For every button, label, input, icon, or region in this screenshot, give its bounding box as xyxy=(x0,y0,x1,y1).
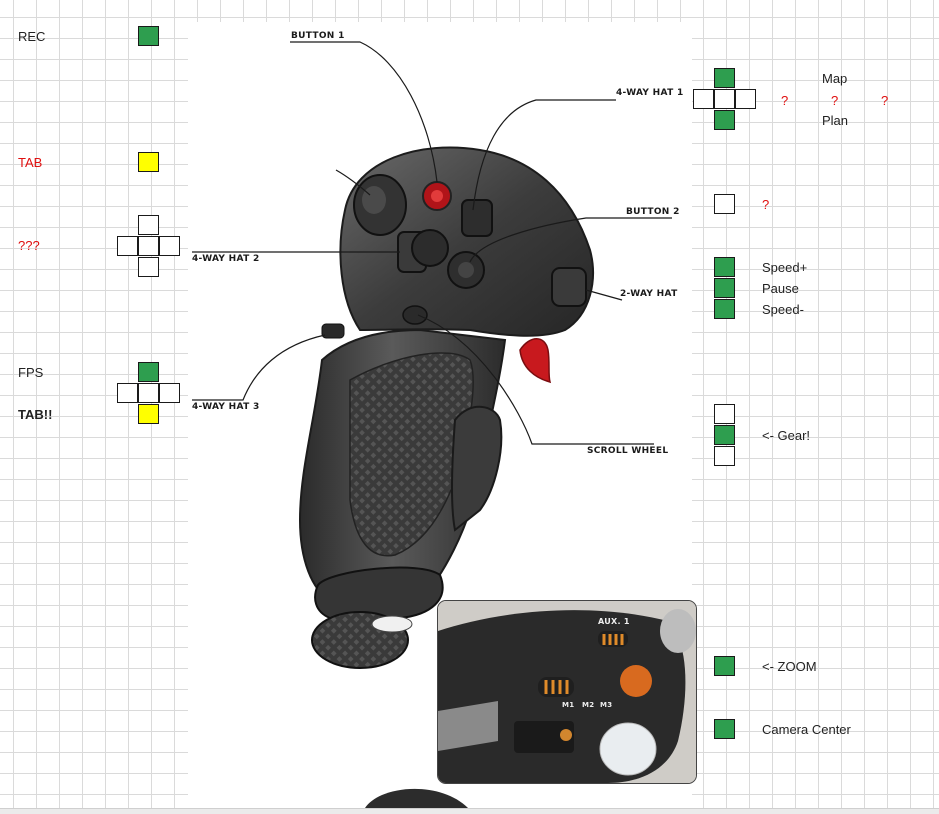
label-gear: <- Gear! xyxy=(762,428,811,443)
cell-button2[interactable] xyxy=(714,194,735,214)
label-camera-center: Camera Center xyxy=(762,722,851,737)
label-tab2: TAB!! xyxy=(18,407,53,422)
callout-button1: BUTTON 1 xyxy=(291,31,345,41)
inset-aux-label: AUX. 1 xyxy=(598,617,630,626)
cell-camera-center[interactable] xyxy=(714,719,735,739)
cell-rec-green[interactable] xyxy=(138,26,159,46)
label-pause: Pause xyxy=(762,281,799,296)
callout-two-way: 2-WAY HAT xyxy=(620,289,678,299)
cell-pause[interactable] xyxy=(714,278,735,298)
cell-tab2-yellow[interactable] xyxy=(138,404,159,424)
bottom-partial-shape xyxy=(365,788,468,808)
label-q3: ? xyxy=(881,93,889,108)
inset-photo: AUX. 1 M1 M2 M3 xyxy=(437,600,697,784)
red-trigger xyxy=(519,338,552,384)
cell-hat1-right[interactable] xyxy=(735,89,756,109)
callout-hat2: 4-WAY HAT 2 xyxy=(192,254,260,264)
inset-m2-label: M2 xyxy=(582,701,595,709)
label-plan: Plan xyxy=(822,113,849,128)
callout-button2: BUTTON 2 xyxy=(626,207,680,217)
label-fps: FPS xyxy=(18,365,44,380)
label-q1: ? xyxy=(781,93,789,108)
label-speed-plus: Speed+ xyxy=(762,260,808,275)
cell-zoom[interactable] xyxy=(714,656,735,676)
cell-hat-left[interactable] xyxy=(117,236,138,256)
cell-hat-right[interactable] xyxy=(159,236,180,256)
inset-illustration xyxy=(438,601,696,783)
cell-gear-bottom[interactable] xyxy=(714,446,735,466)
label-speed-minus: Speed- xyxy=(762,302,804,317)
label-q4: ? xyxy=(762,197,770,212)
callout-scroll: SCROLL WHEEL xyxy=(587,446,669,456)
callout-hat1: 4-WAY HAT 1 xyxy=(616,88,684,98)
hat3-knob xyxy=(321,323,345,339)
label-map: Map xyxy=(822,71,848,86)
cell-gear[interactable] xyxy=(714,425,735,445)
cell-speed-minus[interactable] xyxy=(714,299,735,319)
cell-hat3-left[interactable] xyxy=(117,383,138,403)
two-way-hat xyxy=(551,267,587,307)
joystick-base xyxy=(314,566,444,619)
label-unknown: ??? xyxy=(18,238,40,253)
callout-hat3: 4-WAY HAT 3 xyxy=(192,402,260,412)
label-zoom: <- ZOOM xyxy=(762,659,817,674)
label-tab: TAB xyxy=(18,155,43,170)
cell-speed-plus[interactable] xyxy=(714,257,735,277)
cell-hat3-center[interactable] xyxy=(138,383,159,403)
label-rec: REC xyxy=(18,29,46,44)
hat1-knob xyxy=(461,199,493,237)
inset-m1-label: M1 xyxy=(562,701,575,709)
cell-gear-top[interactable] xyxy=(714,404,735,424)
cell-hat3-right[interactable] xyxy=(159,383,180,403)
cell-hat1-left[interactable] xyxy=(693,89,714,109)
cell-hat1-center[interactable] xyxy=(714,89,735,109)
inset-m3-label: M3 xyxy=(600,701,613,709)
cell-hat1-down[interactable] xyxy=(714,110,735,130)
pinky-lever xyxy=(450,405,503,532)
scroll-wheel xyxy=(402,305,428,325)
cell-hat-center[interactable] xyxy=(138,236,159,256)
label-q2: ? xyxy=(831,93,839,108)
cell-hat-up[interactable] xyxy=(138,215,159,235)
cell-hat-down[interactable] xyxy=(138,257,159,277)
cell-fps-green[interactable] xyxy=(138,362,159,382)
horizontal-scrollbar[interactable] xyxy=(0,808,939,814)
cell-hat1-up[interactable] xyxy=(714,68,735,88)
cell-tab-yellow[interactable] xyxy=(138,152,159,172)
